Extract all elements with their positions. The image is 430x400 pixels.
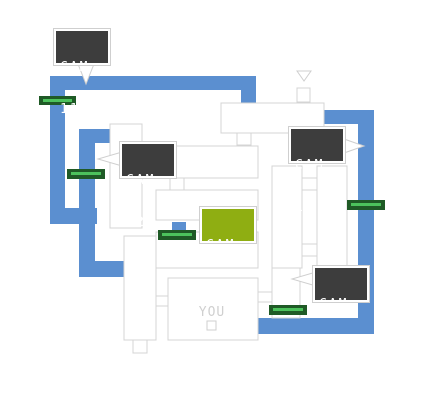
door-light-icon — [347, 200, 385, 210]
door-light-icon — [39, 96, 76, 105]
cam-12-button[interactable]: CAM 12 — [119, 141, 177, 230]
corridor-inner-left-bottom — [79, 261, 126, 277]
room-left-bottom — [123, 235, 157, 341]
cam-14-number: 14 — [295, 200, 315, 215]
cam-11-button[interactable]: CAM 11 — [53, 28, 111, 117]
cam-12-label: CAM — [126, 173, 156, 188]
door-light-icon — [67, 169, 105, 179]
cam-15-label: CAM — [319, 297, 349, 312]
door-light-icon — [269, 305, 307, 315]
door-lights — [39, 96, 385, 315]
player-office-marker: YOU — [199, 305, 225, 331]
cam-12-number: 12 — [126, 215, 146, 230]
room-connector-bottom — [155, 295, 169, 307]
cam-13-label: CAM — [206, 238, 236, 253]
cam-15-number: 15 — [319, 339, 339, 354]
room-center-upper — [171, 145, 259, 179]
triangle-down-icon — [296, 70, 312, 82]
room-connector-right — [301, 177, 318, 191]
room-right-tall-a — [271, 165, 303, 269]
cam-13-button[interactable]: CAM 13 — [199, 206, 257, 295]
cam-11-number: 11 — [60, 102, 80, 117]
corridor-cam13-stub — [172, 222, 186, 232]
room-connector-mid — [169, 177, 185, 191]
room-vent-top — [296, 87, 311, 103]
cam-11-label: CAM — [60, 60, 90, 75]
room-right-tall-b — [316, 165, 348, 269]
door-light-icon — [158, 230, 196, 240]
corridor-top-left — [50, 76, 256, 90]
room-connector-top — [236, 132, 252, 146]
cam-14-label: CAM — [295, 158, 325, 173]
cam-15-button[interactable]: CAM 15 — [312, 265, 370, 354]
cam-14-button[interactable]: CAM 14 — [288, 126, 346, 215]
corridor-inner-left — [79, 129, 95, 277]
room-connector-office-right — [257, 291, 273, 303]
player-square-icon — [206, 320, 217, 331]
corridor-left-outer — [50, 76, 65, 224]
room-connector-right-2 — [301, 243, 318, 257]
cam-13-number: 13 — [206, 280, 226, 295]
corridor-top-right-drop — [241, 76, 256, 104]
player-label: YOU — [199, 305, 225, 320]
room-left-bottom-stub — [132, 339, 148, 354]
